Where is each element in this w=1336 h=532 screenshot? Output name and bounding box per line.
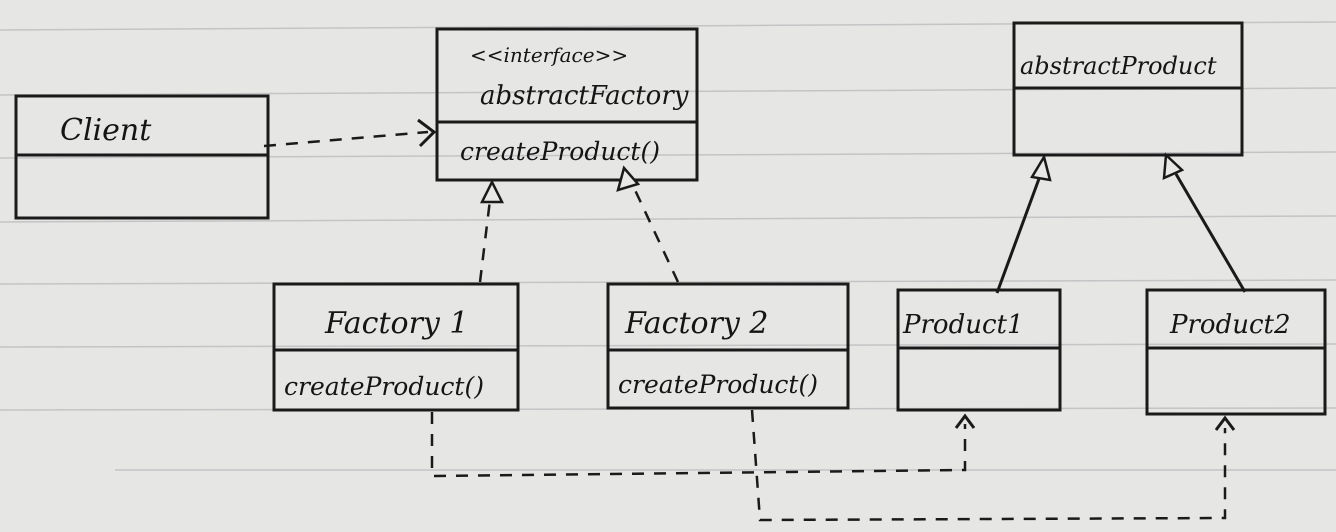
product1-name: Product1 <box>902 310 1024 340</box>
abstract-factory-stereotype: <<interface>> <box>470 43 628 67</box>
generalization-product1 <box>995 153 1052 294</box>
hollow-triangle-icon <box>616 165 641 192</box>
paper-rules <box>0 21 1336 471</box>
product2-name: Product2 <box>1169 310 1291 340</box>
client-name: Client <box>60 113 152 148</box>
realization-factory1 <box>478 179 505 283</box>
class-factory1: Factory 1 createProduct() <box>272 282 520 412</box>
class-abstract-factory: <<interface>> abstractFactory createProd… <box>435 27 699 182</box>
class-abstract-product: abstractProduct <box>1012 21 1244 157</box>
factory2-name: Factory 2 <box>624 306 769 341</box>
hollow-triangle-icon <box>1162 152 1185 181</box>
factory1-method: createProduct() <box>284 372 484 401</box>
class-product1: Product1 <box>896 288 1062 412</box>
hollow-triangle-icon <box>479 179 505 204</box>
factory1-name: Factory 1 <box>324 306 469 341</box>
dependency-client-abstract-factory <box>263 118 437 148</box>
generalization-product2 <box>1162 152 1247 293</box>
realization-factory2 <box>616 165 680 283</box>
open-arrowhead-icon <box>1214 415 1236 431</box>
abstract-factory-method: createProduct() <box>460 137 660 166</box>
factory2-method: createProduct() <box>618 370 818 399</box>
abstract-factory-name: abstractFactory <box>480 81 689 111</box>
dependency-factory2-product2 <box>750 409 1236 522</box>
abstract-product-name: abstractProduct <box>1020 52 1217 80</box>
class-product2: Product2 <box>1145 288 1327 416</box>
dependency-factory1-product1 <box>430 412 976 478</box>
open-arrowhead-icon <box>954 413 976 429</box>
hollow-triangle-icon <box>1029 153 1052 182</box>
open-arrowhead-icon <box>417 118 437 148</box>
class-client: Client <box>14 94 270 220</box>
class-factory2: Factory 2 createProduct() <box>606 282 850 410</box>
